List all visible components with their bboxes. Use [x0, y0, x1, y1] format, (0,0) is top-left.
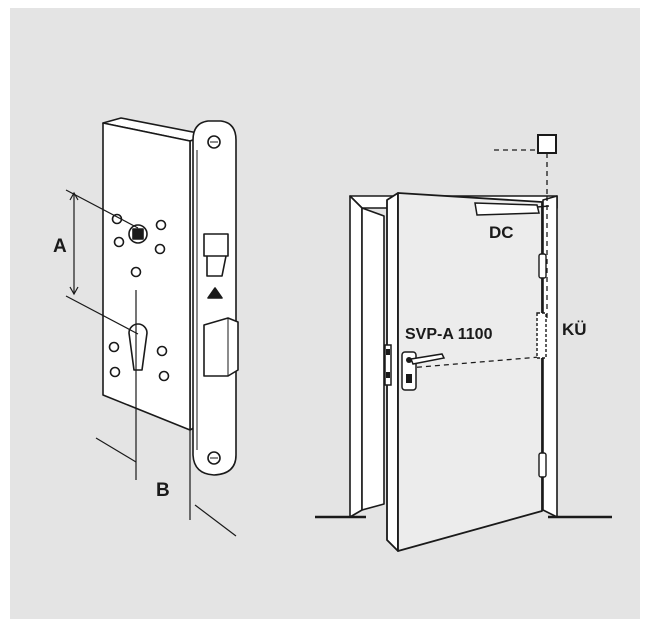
mounting-hole [109, 366, 121, 378]
control-unit-box [537, 134, 557, 154]
dimension-lines [65, 189, 237, 537]
hinge-bottom [538, 452, 547, 478]
mortise-lock [102, 117, 239, 476]
door-leaf [386, 192, 543, 552]
lock-model-label: SVP-A 1100 [405, 326, 493, 343]
mounting-hole [158, 370, 170, 382]
mounting-hole [108, 341, 120, 353]
lock-body-edge [384, 344, 392, 386]
frame-left-jamb [349, 195, 363, 518]
contact-strip [536, 312, 547, 359]
mounting-hole [156, 345, 168, 357]
mounting-hole [154, 243, 166, 255]
follower-square [132, 228, 144, 240]
hinge-top [538, 253, 547, 279]
latch-indicator [207, 287, 223, 299]
deadbolt [203, 317, 239, 377]
door-closer-label: DC [489, 223, 514, 242]
door-leaf-face [397, 192, 543, 552]
dimension-b-label: B [156, 480, 170, 501]
contact-label: KÜ [562, 320, 587, 339]
door-closer-body [474, 202, 540, 216]
lock-case-face [102, 122, 191, 431]
wiring-dashed [407, 149, 548, 369]
door-hinges [538, 253, 547, 478]
frame-left-rebate [361, 207, 385, 511]
door-handle-lever [409, 353, 446, 365]
mounting-hole [130, 266, 142, 278]
door-handle-set [384, 344, 446, 391]
mounting-hole [113, 236, 125, 248]
cylinder-cutout [128, 323, 148, 371]
dimension-a-label: A [53, 236, 67, 257]
mounting-hole [155, 219, 167, 231]
latch-bolt [203, 233, 229, 277]
